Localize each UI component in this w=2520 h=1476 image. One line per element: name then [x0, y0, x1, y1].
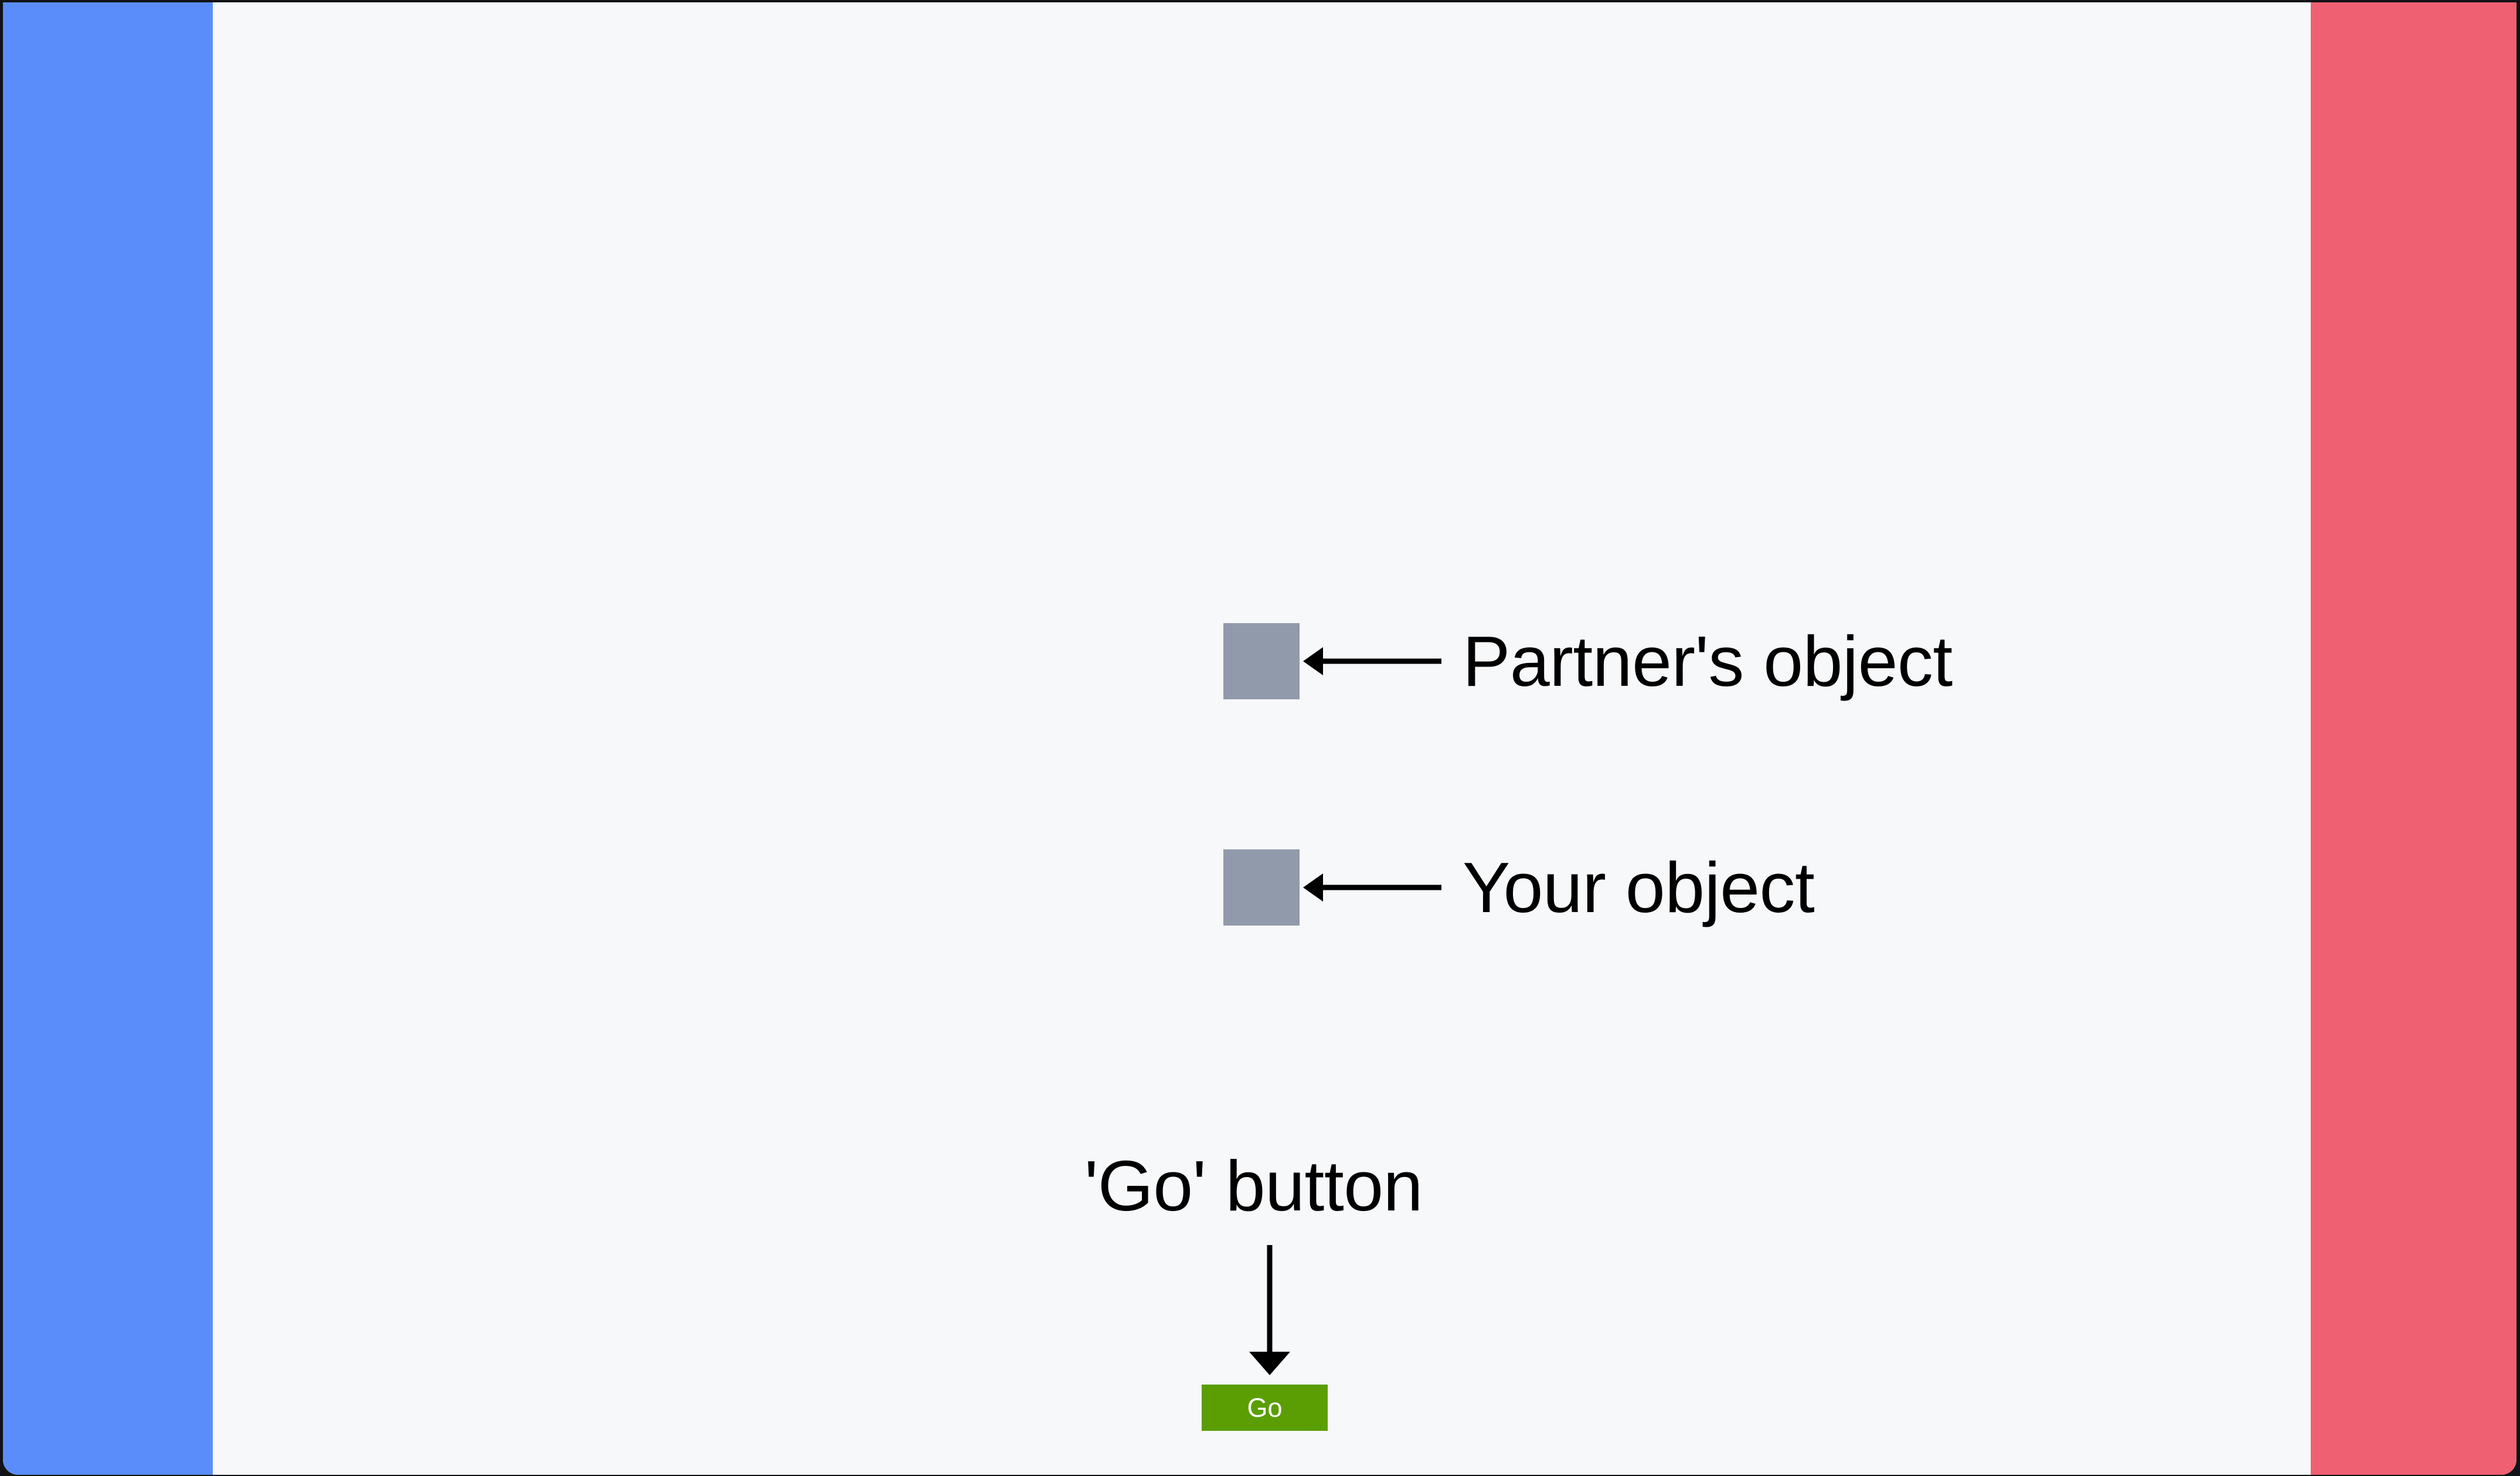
arrow-left-icon — [1303, 873, 1441, 902]
partner-object-swatch[interactable] — [1223, 623, 1300, 699]
go-button[interactable]: Go — [1202, 1385, 1328, 1431]
your-object-label: Your object — [1463, 848, 1815, 927]
page-stage: Partner's object Your object 'Go' button… — [3, 2, 2516, 1475]
go-button-annotation-label: 'Go' button — [1084, 1146, 1423, 1226]
arrow-left-icon — [1303, 647, 1441, 675]
partner-object-label: Partner's object — [1463, 621, 1953, 701]
left-color-panel — [3, 2, 213, 1475]
your-object-swatch[interactable] — [1223, 849, 1300, 926]
arrow-down-icon — [1249, 1245, 1290, 1375]
partner-object-row: Partner's object — [1223, 623, 1953, 699]
your-object-row: Your object — [1223, 848, 1815, 927]
right-color-panel — [2311, 2, 2516, 1475]
workspace-area: Partner's object Your object 'Go' button… — [213, 2, 2311, 1475]
